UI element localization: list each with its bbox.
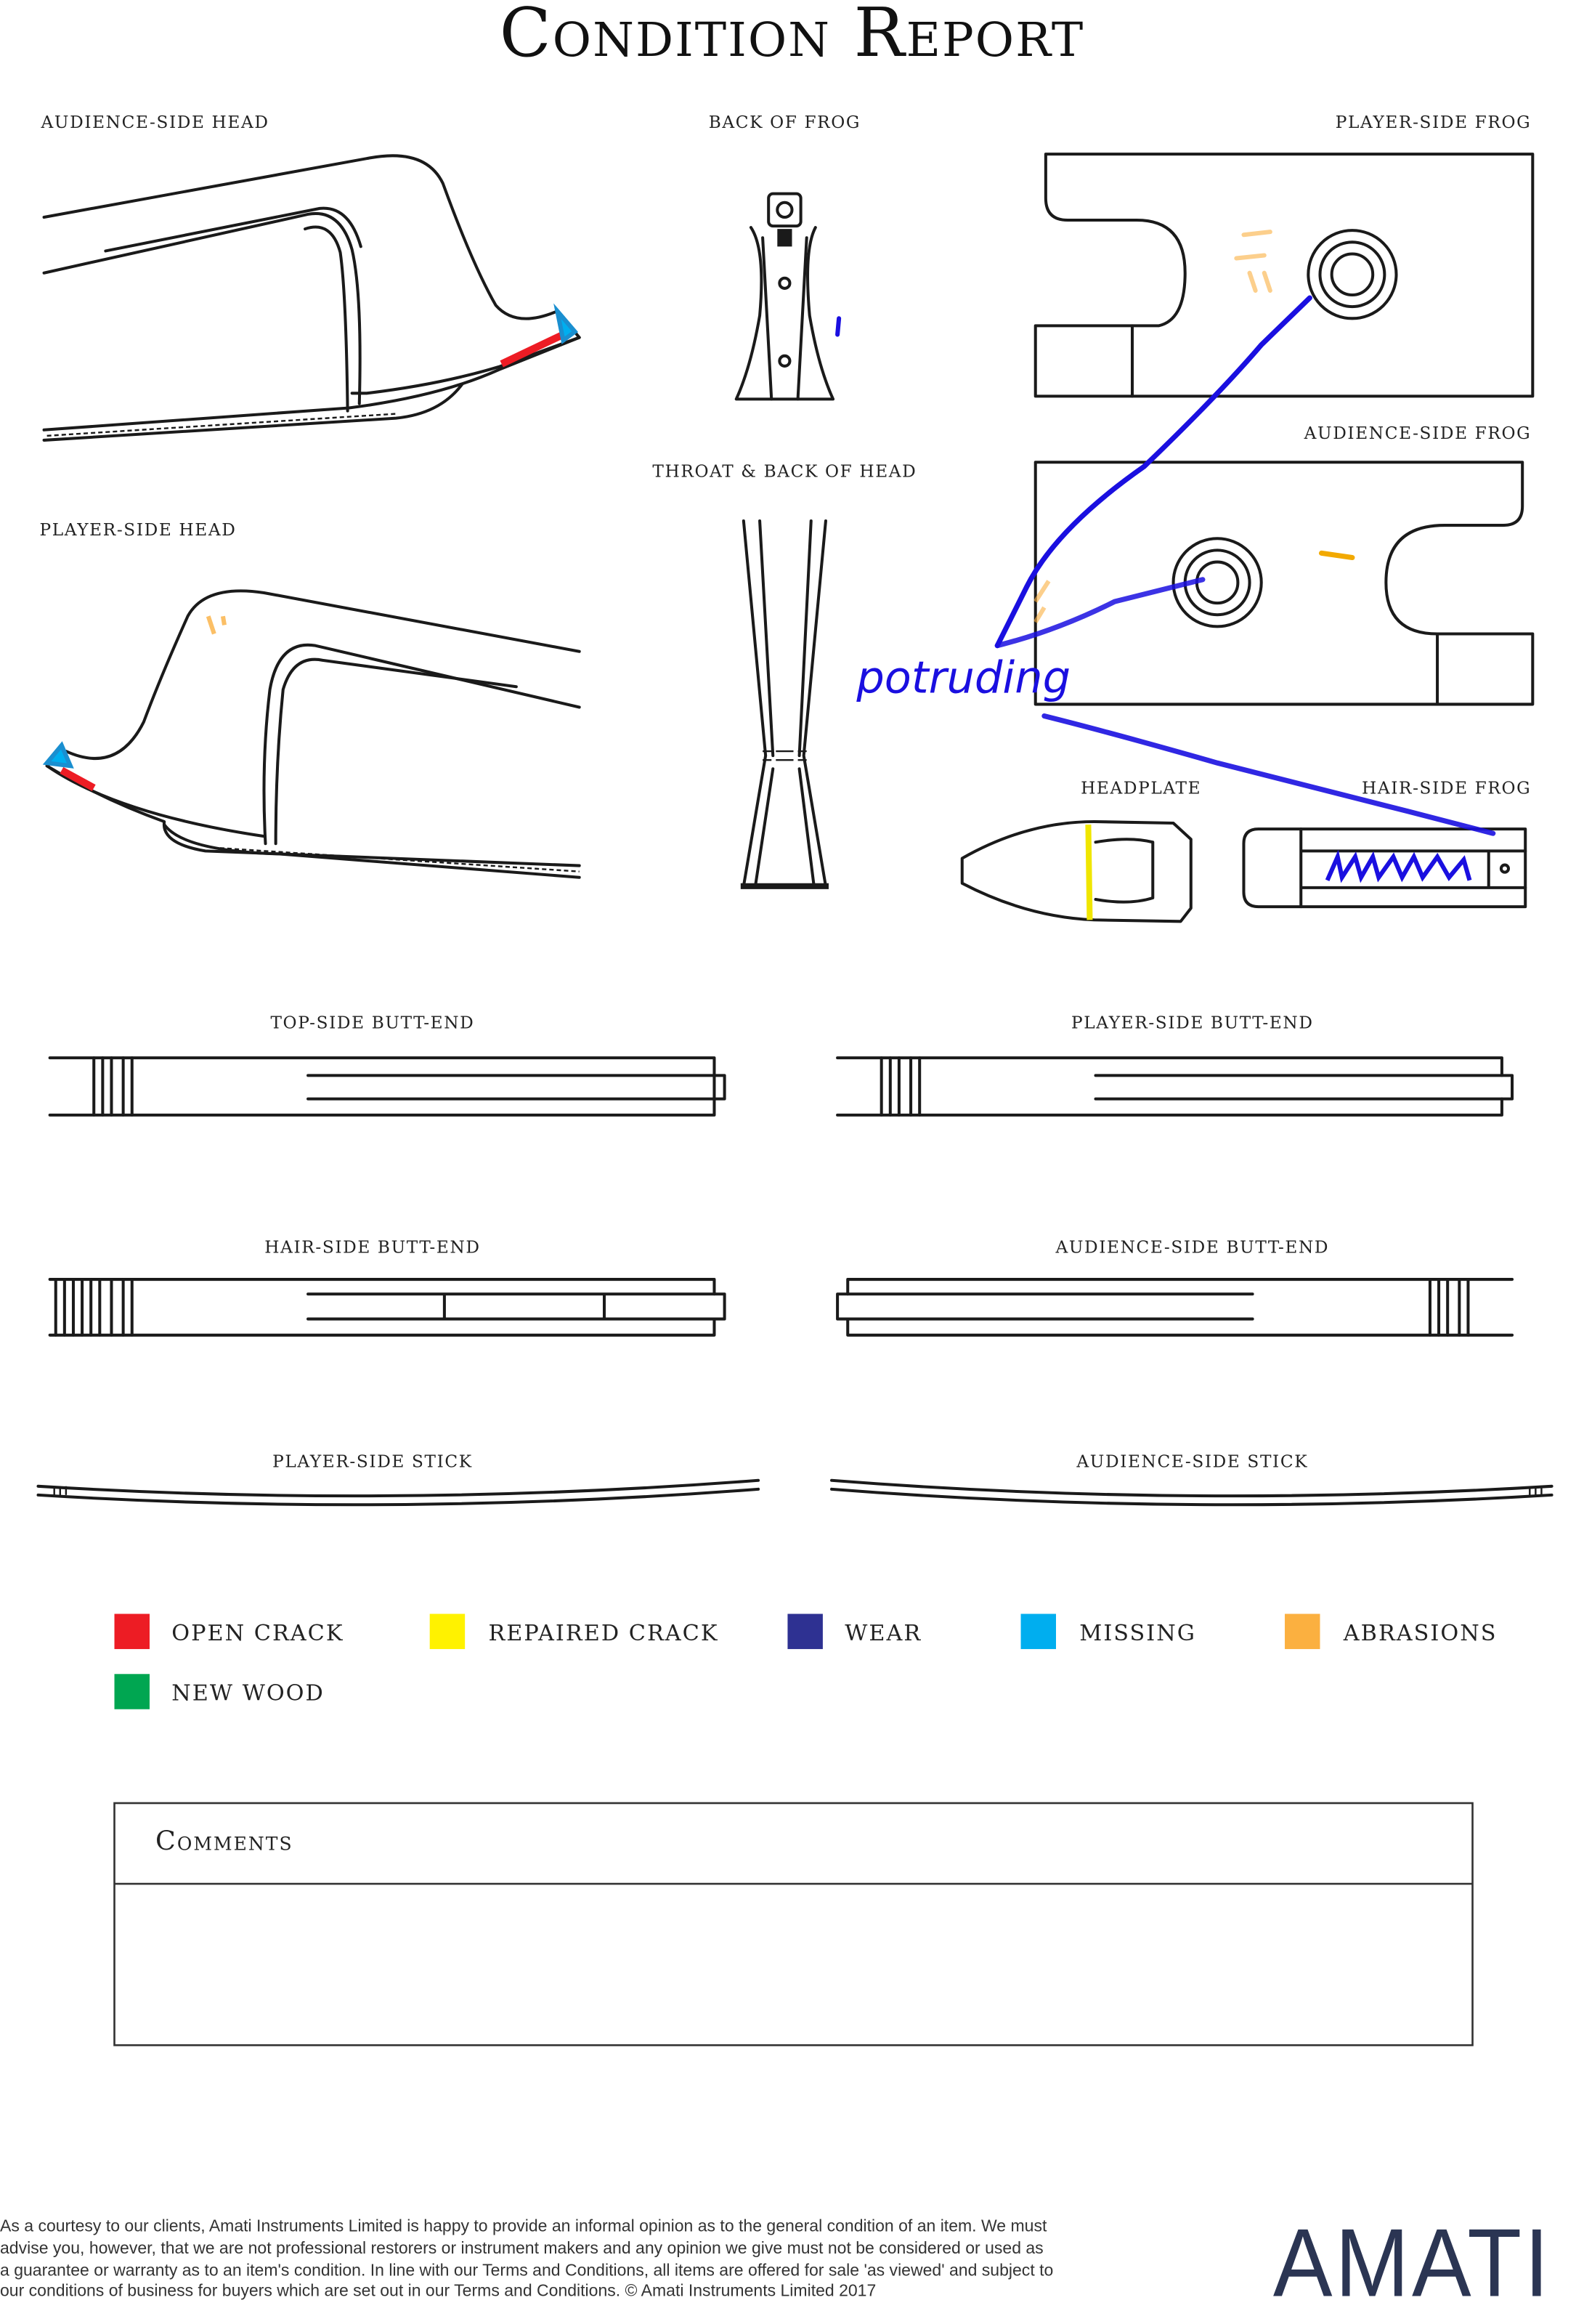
- label-player-side-frog: PLAYER-SIDE FROG: [1336, 113, 1532, 132]
- headplate-drawing[interactable]: [960, 819, 1193, 923]
- label-audience-side-head: AUDIENCE-SIDE HEAD: [41, 113, 269, 132]
- top-side-butt-end-drawing[interactable]: [48, 1056, 726, 1117]
- throat-back-of-head-drawing[interactable]: [740, 519, 829, 889]
- page-title: Condition Report: [500, 0, 1085, 72]
- svg-text:advise you, however, that we a: advise you, however, that we are not pro…: [0, 2238, 1044, 2257]
- audience-side-butt-end-drawing[interactable]: [836, 1278, 1514, 1337]
- legend-swatch: [114, 1674, 150, 1709]
- svg-text:ABRASIONS: ABRASIONS: [1343, 1621, 1498, 1646]
- legend-item-repaired-crack: REPAIRED CRACK: [429, 1614, 718, 1649]
- audience-side-frog-drawing[interactable]: [1033, 461, 1535, 706]
- label-headplate: HEADPLATE: [1081, 779, 1201, 798]
- label-hair-side-butt-end: HAIR-SIDE BUTT-END: [264, 1238, 480, 1258]
- svg-text:OPEN CRACK: OPEN CRACK: [171, 1621, 344, 1646]
- legend-item-new-wood: NEW WOOD: [114, 1674, 325, 1709]
- svg-text:As a courtesy to our clients,: As a courtesy to our clients, Amati Inst…: [0, 2216, 1047, 2235]
- label-player-side-stick: PLAYER-SIDE STICK: [272, 1452, 473, 1472]
- legend-item-missing: MISSING: [1020, 1614, 1196, 1649]
- comments-heading: Comments: [155, 1826, 293, 1857]
- amati-logo: AMATI: [1273, 2209, 1552, 2317]
- footer-disclaimer: As a courtesy to our clients, Amati Inst…: [0, 2216, 1053, 2300]
- label-player-side-head: PLAYER-SIDE HEAD: [40, 520, 237, 540]
- legend-swatch: [1020, 1614, 1056, 1649]
- svg-text:REPAIRED CRACK: REPAIRED CRACK: [488, 1621, 718, 1646]
- legend-item-wear: WEAR: [787, 1614, 922, 1649]
- label-audience-side-butt-end: AUDIENCE-SIDE BUTT-END: [1055, 1238, 1329, 1258]
- legend-item-open-crack: OPEN CRACK: [114, 1614, 344, 1649]
- player-side-frog-drawing[interactable]: [1033, 153, 1535, 398]
- legend-swatch: [114, 1614, 150, 1649]
- legend-item-abrasions: ABRASIONS: [1285, 1614, 1498, 1649]
- legend-swatch: [429, 1614, 466, 1649]
- svg-text:NEW WOOD: NEW WOOD: [171, 1681, 325, 1706]
- label-hair-side-frog: HAIR-SIDE FROG: [1362, 779, 1531, 798]
- player-side-stick-drawing[interactable]: [36, 1478, 760, 1507]
- back-of-frog-drawing[interactable]: [734, 192, 842, 401]
- wear-annotation-lines: [994, 295, 1496, 836]
- legend-swatch: [1285, 1614, 1320, 1649]
- label-audience-side-frog: AUDIENCE-SIDE FROG: [1304, 424, 1532, 443]
- label-player-side-butt-end: PLAYER-SIDE BUTT-END: [1071, 1013, 1314, 1033]
- svg-text:WEAR: WEAR: [845, 1621, 922, 1646]
- hair-side-frog-drawing[interactable]: [1242, 827, 1527, 909]
- legend-swatch: [787, 1614, 823, 1649]
- comments-box[interactable]: Comments: [113, 1802, 1474, 2046]
- svg-text:our conditions of business for: our conditions of business for buyers wh…: [0, 2281, 876, 2300]
- label-throat-back-of-head: THROAT & BACK OF HEAD: [652, 461, 917, 481]
- label-audience-side-stick: AUDIENCE-SIDE STICK: [1076, 1452, 1308, 1472]
- label-back-of-frog: BACK OF FROG: [709, 113, 861, 132]
- player-side-butt-end-drawing[interactable]: [836, 1056, 1514, 1117]
- label-top-side-butt-end: TOP-SIDE BUTT-END: [270, 1013, 474, 1033]
- player-side-head-drawing[interactable]: [42, 589, 581, 879]
- legend: OPEN CRACK REPAIRED CRACK WEAR MISSING A…: [114, 1614, 1498, 1709]
- svg-text:a guarantee or warranty as to: a guarantee or warranty as to an item's …: [0, 2260, 1053, 2279]
- svg-text:MISSING: MISSING: [1079, 1621, 1196, 1646]
- hair-side-butt-end-drawing[interactable]: [48, 1278, 726, 1337]
- handwritten-annotation: potruding: [856, 652, 1071, 703]
- audience-side-stick-drawing[interactable]: [830, 1478, 1553, 1507]
- audience-side-head-drawing[interactable]: [42, 154, 581, 442]
